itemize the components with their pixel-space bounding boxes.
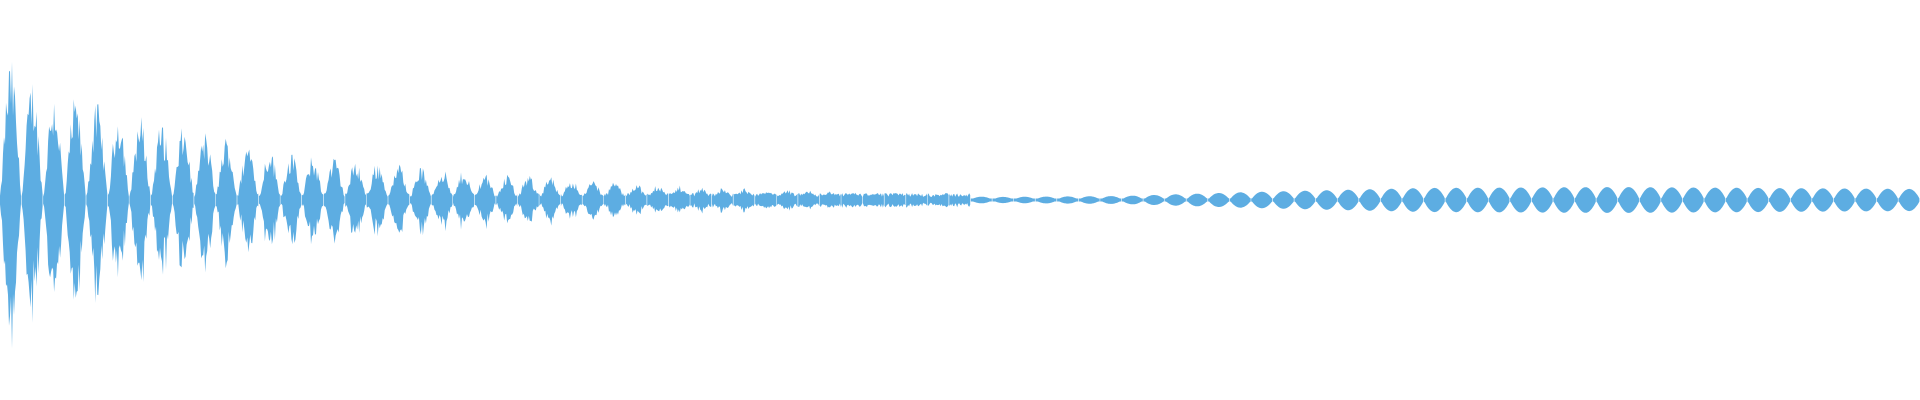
waveform-pulse	[1747, 187, 1769, 213]
waveform-pulse	[647, 186, 669, 213]
waveform-pulse	[302, 157, 323, 245]
waveform-pulse	[1229, 192, 1251, 208]
waveform-pulse	[1682, 187, 1704, 213]
waveform-pulse	[1704, 187, 1726, 213]
waveform-pulse	[1618, 187, 1639, 213]
waveform-pulse	[1316, 190, 1337, 210]
waveform-pulse	[1186, 193, 1208, 207]
waveform-pulse	[1876, 188, 1898, 212]
waveform-pulse	[107, 126, 129, 278]
waveform-pulse	[733, 188, 755, 213]
waveform-pulse	[280, 154, 302, 245]
waveform-pulse	[949, 193, 971, 208]
waveform-pulse	[1294, 190, 1316, 210]
waveform-pulse	[668, 185, 690, 213]
waveform-pulse	[237, 149, 259, 253]
waveform-pulse	[539, 177, 561, 226]
waveform-pulse	[1510, 187, 1532, 213]
waveform-pulse	[1574, 187, 1596, 213]
waveform-pulse	[1035, 196, 1057, 204]
waveform-pulse	[1121, 195, 1143, 205]
waveform-pulse	[21, 84, 43, 323]
waveform-pulse	[711, 188, 733, 213]
waveform-pulse	[560, 183, 582, 219]
waveform-pulse	[1337, 189, 1359, 211]
waveform-pulse	[1445, 187, 1467, 213]
waveform-pulse	[1164, 194, 1186, 206]
waveform-pulse	[258, 156, 280, 245]
waveform-pulse	[992, 196, 1014, 204]
waveform-pulse	[1359, 189, 1381, 211]
waveform-pulse	[1639, 187, 1661, 213]
waveform-pulse	[1725, 187, 1747, 213]
waveform-pulse	[1208, 193, 1230, 207]
waveform-pulse	[1402, 188, 1424, 212]
waveform-pulse	[927, 193, 949, 208]
waveform-pulse	[1467, 187, 1488, 213]
waveform-pulse	[862, 193, 884, 208]
waveform-pulse	[582, 181, 604, 220]
waveform-pulse	[1553, 187, 1575, 213]
waveform-pulse	[431, 171, 453, 232]
waveform-pulse	[43, 103, 65, 292]
waveform-pulse	[1661, 187, 1683, 213]
waveform-pulse	[151, 127, 172, 275]
waveform-pulse	[1855, 188, 1877, 212]
waveform-pulse	[1100, 196, 1122, 204]
waveform-pulse	[755, 192, 777, 209]
waveform-pulse	[1488, 187, 1510, 213]
waveform-pulse	[453, 172, 474, 230]
waveform-pulse	[517, 175, 539, 222]
waveform-pulse	[1790, 188, 1812, 212]
waveform-pulse	[1251, 191, 1273, 209]
waveform-pulse	[366, 165, 388, 237]
waveform-pulse	[1833, 188, 1855, 212]
waveform-pulse	[1057, 196, 1079, 204]
waveform-pulse	[86, 104, 108, 303]
waveform-pulse	[604, 182, 625, 218]
waveform-pulse	[194, 133, 216, 273]
waveform-pulse	[1143, 195, 1165, 205]
waveform-pulse	[884, 193, 906, 208]
waveform-pulse	[1380, 188, 1402, 212]
waveform-pulse	[215, 138, 237, 269]
waveform-pulse	[970, 196, 992, 204]
waveform-pulse	[64, 99, 86, 300]
waveform-pulse	[496, 174, 518, 224]
waveform-pulse	[1078, 196, 1100, 204]
waveform-pulses	[0, 61, 1920, 349]
waveform-pulse	[129, 117, 151, 283]
waveform-pulse	[409, 168, 431, 236]
waveform-pulse	[474, 174, 496, 230]
waveform-pulse	[1272, 191, 1294, 209]
waveform-pulse	[345, 163, 367, 233]
waveform-pulse	[1596, 187, 1618, 213]
waveform-pulse	[388, 164, 410, 233]
waveform-pulse	[690, 187, 712, 214]
waveform-pulse	[798, 190, 820, 210]
waveform-pulse	[1531, 187, 1553, 213]
waveform-pulse	[172, 128, 194, 268]
waveform-pulse	[776, 190, 798, 211]
waveform-pulse	[625, 185, 647, 215]
waveform-pulse	[1769, 188, 1790, 212]
waveform-pulse	[1013, 196, 1035, 204]
waveform-pulse	[0, 61, 21, 349]
waveform-pulse	[1898, 188, 1920, 212]
waveform-pulse	[906, 193, 928, 208]
waveform-pulse	[841, 192, 863, 208]
waveform-pulse	[323, 158, 345, 244]
waveform-pulse	[819, 191, 841, 208]
waveform-pulse	[1423, 187, 1445, 213]
waveform-pulse	[1812, 188, 1834, 212]
